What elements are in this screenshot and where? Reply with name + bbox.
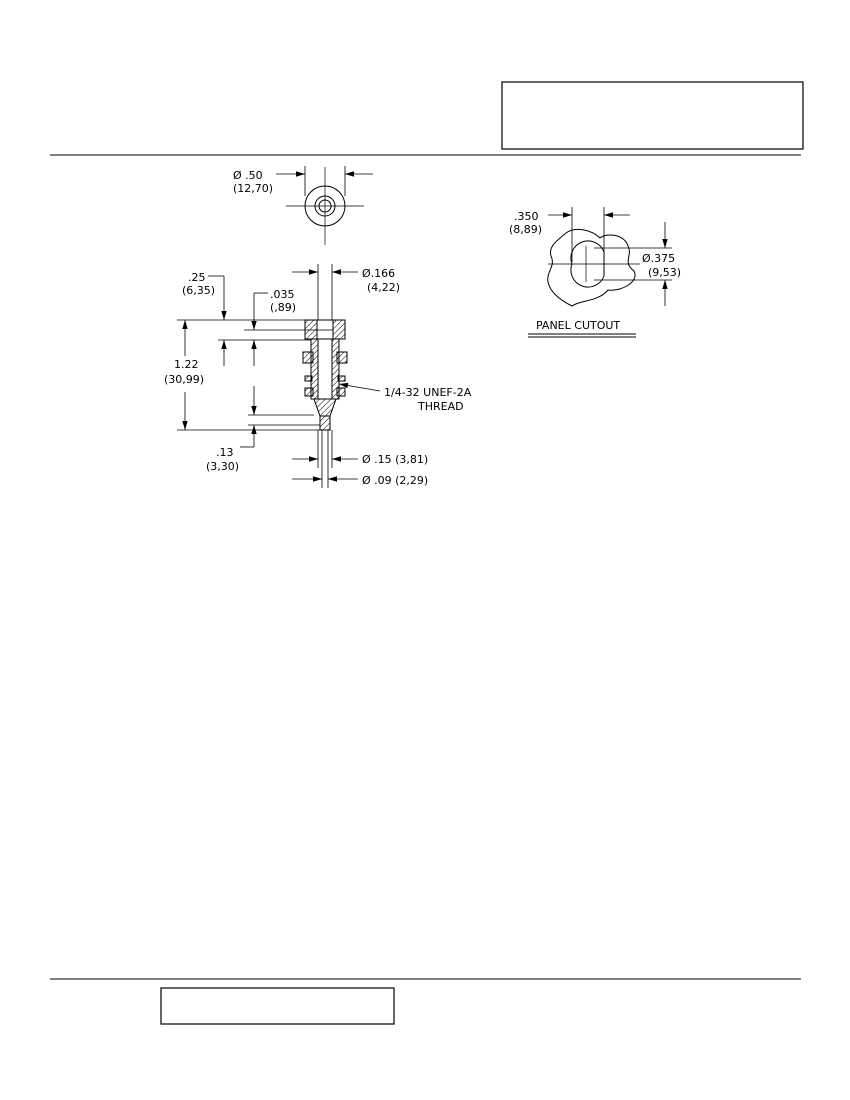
title-block-box bbox=[501, 81, 804, 150]
side-view: Ø.166 (4,22) .25 (6,35) .035 (,89) 1.22 … bbox=[164, 264, 472, 488]
dim122-mm: (30,99) bbox=[164, 373, 204, 386]
d375-mm: (9,53) bbox=[648, 266, 681, 279]
panel-cutout-view: .350 (8,89) Ø.375 (9,53) PANEL CUTOUT bbox=[509, 207, 681, 338]
contact-pin bbox=[319, 415, 331, 431]
top-view: Ø .50 (12,70) bbox=[233, 166, 373, 245]
head-bore bbox=[316, 319, 334, 340]
contact-taper bbox=[313, 398, 337, 417]
dim13-mm: (3,30) bbox=[206, 460, 239, 473]
d350-mm: (8,89) bbox=[509, 223, 542, 236]
washer-left bbox=[304, 375, 313, 382]
dim25-mm: (6,35) bbox=[182, 284, 215, 297]
d375-in: Ø.375 bbox=[642, 252, 675, 265]
top-dia-mm: (12,70) bbox=[233, 182, 273, 195]
nut-right bbox=[336, 351, 348, 364]
lock-right bbox=[336, 387, 346, 397]
thread-label: THREAD bbox=[417, 400, 464, 413]
thread-leader bbox=[338, 382, 381, 392]
dia166-in: Ø.166 bbox=[362, 267, 395, 280]
lock-left bbox=[304, 387, 314, 397]
panel-cutout-label: PANEL CUTOUT bbox=[536, 319, 620, 332]
d350-in: .350 bbox=[514, 210, 539, 223]
dim122-in: 1.22 bbox=[174, 358, 199, 371]
nut-left bbox=[302, 351, 314, 364]
body-bore bbox=[317, 338, 333, 400]
dim035-mm: (,89) bbox=[270, 301, 296, 314]
dim13-in: .13 bbox=[216, 446, 234, 459]
dia166-mm: (4,22) bbox=[367, 281, 400, 294]
dim25-in: .25 bbox=[188, 271, 206, 284]
dia15-label: Ø .15 (3,81) bbox=[362, 453, 428, 466]
washer-right bbox=[337, 375, 346, 382]
top-dia-in: Ø .50 bbox=[233, 169, 263, 182]
dia09-label: Ø .09 (2,29) bbox=[362, 474, 428, 487]
dim035-in: .035 bbox=[270, 288, 295, 301]
footer-block-box bbox=[160, 987, 395, 1025]
thread-spec: 1/4-32 UNEF-2A bbox=[384, 386, 472, 399]
